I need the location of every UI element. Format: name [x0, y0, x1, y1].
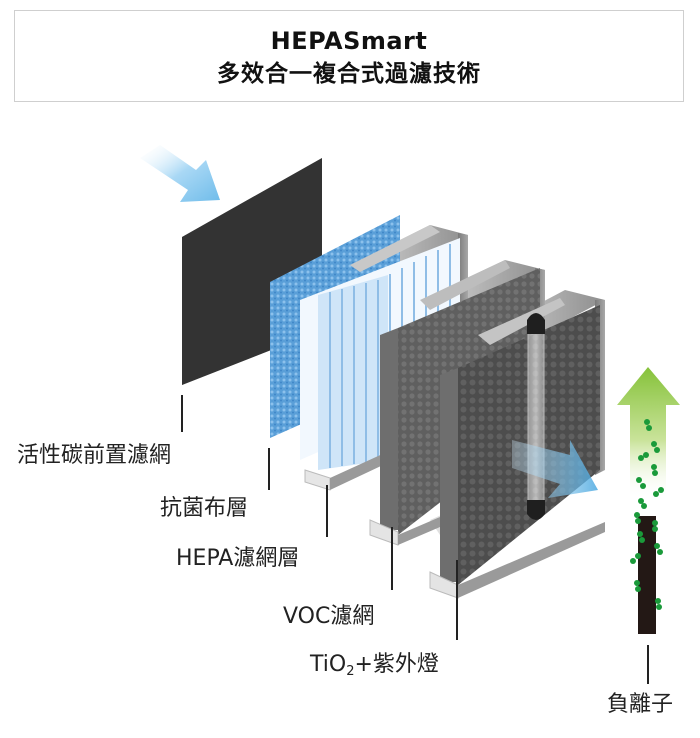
airflow-out-arrow-icon	[512, 440, 598, 498]
ion-particles-icon	[630, 419, 664, 610]
subtitle: 多效合一複合式過濾技術	[217, 61, 481, 87]
label-tio2-sub: 2	[346, 664, 355, 679]
label-hepa-layer: HEPA濾網層	[176, 546, 300, 571]
title-box: HEPASmart 多效合一複合式過濾技術	[14, 10, 684, 102]
negative-ion-emitter	[617, 367, 680, 634]
label-negative-ion: 負離子	[607, 692, 674, 717]
label-tio2-uv: TiO2+紫外燈	[310, 652, 439, 685]
label-antibacterial-layer: 抗菌布層	[160, 496, 249, 521]
airflow-in-arrow-icon	[140, 145, 220, 202]
uv-lamp-icon	[527, 313, 545, 520]
label-tio2-main: TiO	[310, 652, 347, 677]
title: HEPASmart	[270, 27, 428, 55]
leader-lines	[181, 395, 649, 684]
label-tio2-rest: +紫外燈	[354, 652, 439, 677]
label-voc-filter: VOC濾網	[283, 604, 375, 629]
label-carbon-prefilter: 活性碳前置濾網	[17, 443, 172, 468]
